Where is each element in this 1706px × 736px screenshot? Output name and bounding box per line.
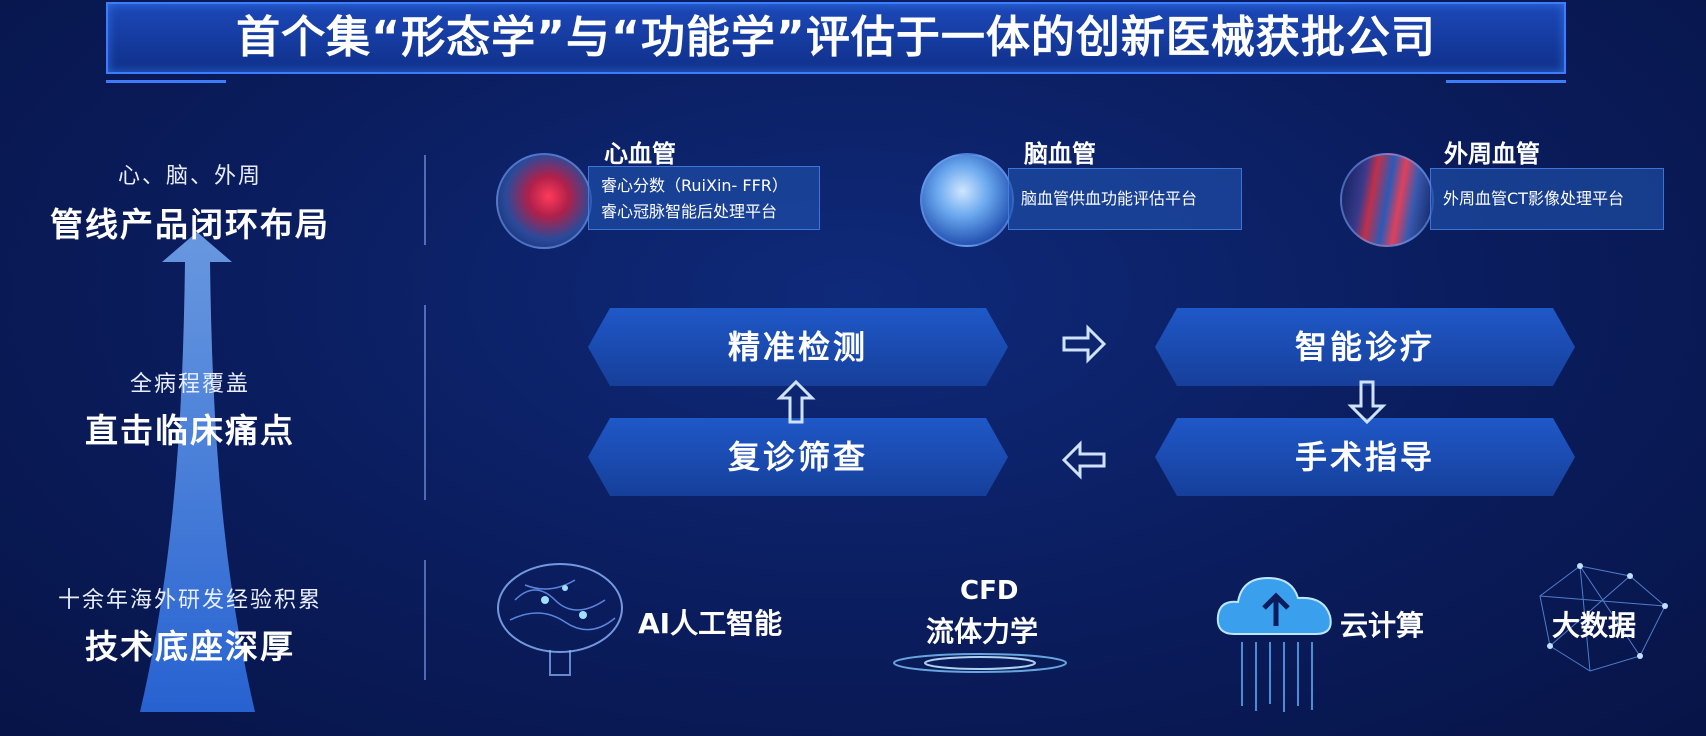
divider-2 [424, 305, 426, 500]
product-line: 睿心冠脉智能后处理平台 [601, 202, 778, 221]
product-title-cerebral: 脑血管 [1024, 140, 1096, 168]
title-underline-left [106, 80, 226, 83]
product-box-peripheral: 外周血管CT影像处理平台 [1430, 168, 1664, 230]
product-box-cerebral: 脑血管供血功能评估平台 [1008, 168, 1242, 230]
ai-brain-icon [497, 563, 623, 676]
network-icon [1539, 563, 1668, 672]
tech-bigdata-label: 大数据 [1552, 609, 1637, 642]
arrow-left-icon [1061, 440, 1106, 480]
left-main-2: 直击临床痛点 [85, 411, 295, 450]
left-main-3: 技术底座深厚 [85, 627, 295, 666]
process-surgery-guidance: 手术指导 [1155, 418, 1575, 496]
arrow-up-icon [776, 379, 816, 424]
process-follow-up-screening: 复诊筛查 [588, 418, 1008, 496]
tech-fluid-label: 流体力学 [926, 615, 1039, 648]
vessels-icon [1340, 153, 1434, 247]
fluid-ring-icon [893, 653, 1067, 673]
page-title: 首个集“形态学”与“功能学”评估于一体的创新医械获批公司 [236, 12, 1436, 63]
divider-3 [424, 560, 426, 680]
process-precise-detection: 精准检测 [588, 308, 1008, 386]
arrow-right-icon [1062, 324, 1107, 364]
left-sub-3: 十余年海外研发经验积累 [57, 588, 322, 613]
rise-arrow-icon [140, 232, 255, 712]
divider-1 [424, 155, 426, 245]
brain-head-icon [920, 153, 1014, 247]
product-title-peripheral: 外周血管 [1444, 140, 1540, 168]
tech-cfd-label: CFD [960, 576, 1019, 606]
product-line: 脑血管供血功能评估平台 [1021, 189, 1198, 208]
product-title-cardio: 心血管 [604, 140, 676, 168]
arrow-down-icon [1347, 380, 1387, 425]
title-underline-right [1446, 80, 1566, 83]
product-line: 睿心分数（RuiXin- FFR） [601, 176, 788, 195]
tech-cloud-label: 云计算 [1340, 609, 1425, 642]
heart-icon [496, 153, 592, 249]
process-smart-diagnosis: 智能诊疗 [1155, 308, 1575, 386]
product-box-cardio: 睿心分数（RuiXin- FFR） 睿心冠脉智能后处理平台 [588, 166, 820, 230]
left-sub-2: 全病程覆盖 [129, 372, 250, 397]
title-banner [106, 2, 1566, 74]
cloud-upload-icon [1216, 576, 1332, 712]
tech-ai-label: AI人工智能 [638, 607, 783, 640]
left-main-1: 管线产品闭环布局 [50, 205, 330, 244]
product-line: 外周血管CT影像处理平台 [1443, 189, 1624, 208]
left-sub-1: 心、脑、外周 [117, 164, 262, 189]
